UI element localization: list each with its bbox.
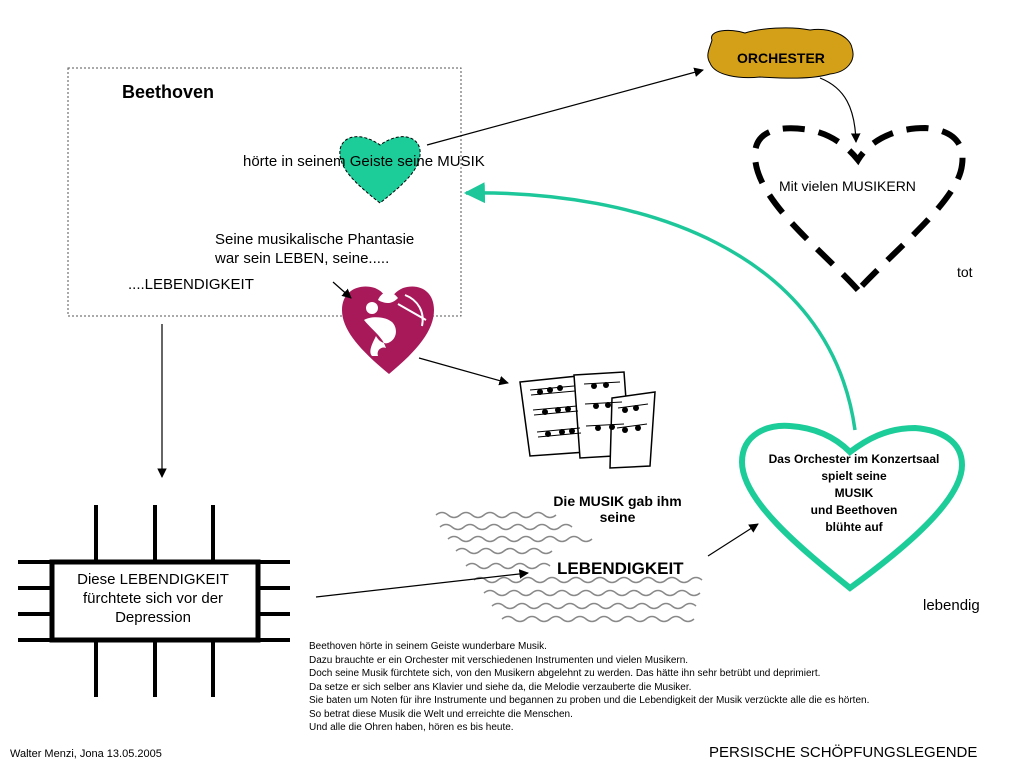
beethoven-box xyxy=(67,67,462,317)
story-line: Und alle die Ohren haben, hören es bis h… xyxy=(309,722,514,733)
state-lebendig-label: lebendig xyxy=(923,597,980,614)
beethoven-line2a: Seine musikalische Phantasie xyxy=(215,231,415,248)
concert-heart-text: Das Orchester im Konzertsaal spielt sein… xyxy=(748,451,960,536)
arrows xyxy=(157,67,861,598)
orchestra-label: ORCHESTER xyxy=(737,50,825,66)
sheet-music-icon xyxy=(519,371,656,469)
concert-line: Das Orchester im Konzertsaal xyxy=(768,452,940,466)
beethoven-line2b: war sein LEBEN, seine..... xyxy=(215,250,390,267)
music-gift-line1: Die MUSIK gab ihm xyxy=(553,493,682,509)
beethoven-line2: Seine musikalische Phantasie war sein LE… xyxy=(215,230,455,268)
cupid-heart-icon xyxy=(342,286,434,374)
story-line: Sie baten um Noten für ihre Instrumente … xyxy=(309,695,870,706)
wavy-lines xyxy=(435,511,703,623)
lebendigkeit-emphasis: LEBENDIGKEIT xyxy=(557,559,684,578)
beethoven-line1: hörte in seinem Geiste seine MUSIK xyxy=(243,153,485,170)
state-tot-label: tot xyxy=(957,264,973,280)
depression-line: fürchtete sich vor der xyxy=(82,590,224,607)
concert-line: spielt seine xyxy=(821,469,887,483)
orchestra-blob-icon xyxy=(707,27,854,79)
story-line: Da setze er sich selber ans Klavier und … xyxy=(309,681,692,693)
story-line: Dazu brauchte er ein Orchester mit versc… xyxy=(309,654,689,666)
dashed-heart xyxy=(751,124,966,295)
beethoven-line3: ....LEBENDIGKEIT xyxy=(128,276,254,293)
footer-title: PERSISCHE SCHÖPFUNGSLEGENDE xyxy=(709,744,978,761)
concert-line: MUSIK xyxy=(834,486,874,500)
author-credit: Walter Menzi, Jona 13.05.2005 xyxy=(10,748,162,760)
story-line: Beethoven hörte in seinem Geiste wunderb… xyxy=(309,641,547,652)
teal-curve-arrow xyxy=(463,182,857,431)
concert-line: und Beethoven xyxy=(810,503,898,517)
story-line: So betrat diese Musik die Welt und errei… xyxy=(309,708,573,720)
depression-box xyxy=(18,505,290,697)
depression-line: Depression xyxy=(115,609,191,626)
teal-heart-icon xyxy=(339,136,421,204)
concert-heart xyxy=(738,422,966,592)
musicians-label: Mit vielen MUSIKERN xyxy=(779,178,916,194)
concert-line: blühte auf xyxy=(825,520,883,534)
music-gift-text: Die MUSIK gab ihm seine xyxy=(530,493,705,525)
story-paragraph: Beethoven hörte in seinem Geiste wunderb… xyxy=(309,640,1009,735)
beethoven-title: Beethoven xyxy=(122,82,215,102)
story-line: Doch seine Musik fürchtete sich, von den… xyxy=(309,668,821,679)
music-gift-line2: seine xyxy=(599,509,636,525)
depression-line: Diese LEBENDIGKEIT xyxy=(77,571,229,588)
depression-text: Diese LEBENDIGKEIT fürchtete sich vor de… xyxy=(58,570,248,627)
